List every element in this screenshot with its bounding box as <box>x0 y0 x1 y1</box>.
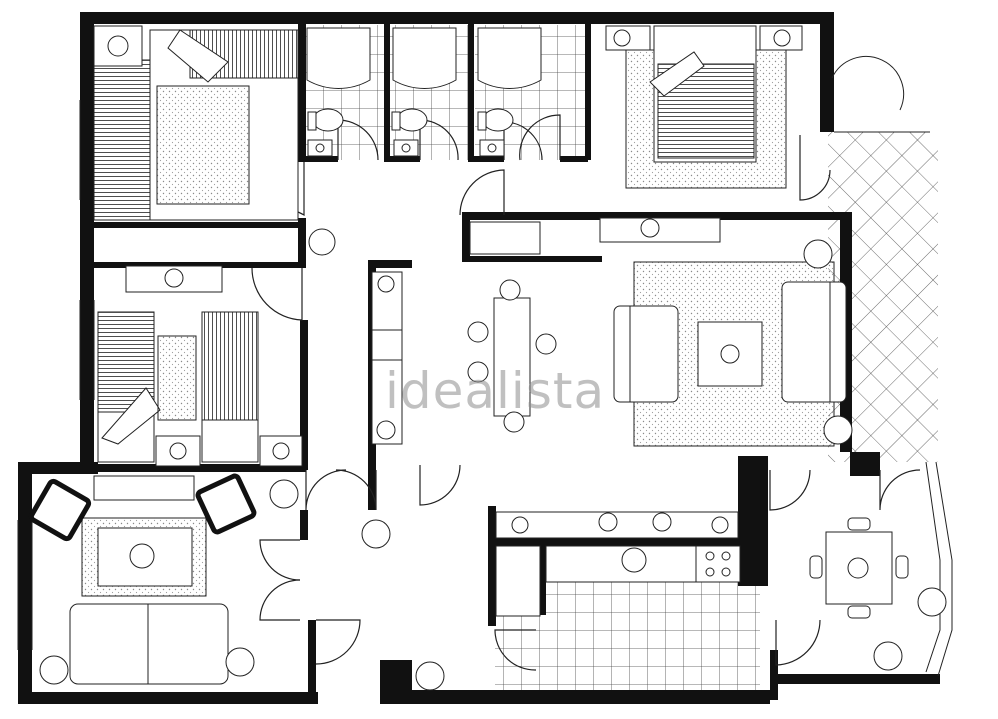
nightstand-left <box>93 25 143 67</box>
double-bed-left <box>93 29 299 221</box>
living-dining <box>371 217 847 447</box>
master-bedroom <box>605 25 803 189</box>
bathroom-fixtures <box>306 27 542 157</box>
exterior-walls <box>18 12 940 704</box>
plants <box>39 218 947 691</box>
dining-nook <box>809 517 909 619</box>
small-living-room <box>28 473 257 685</box>
twin-beds <box>97 265 303 467</box>
